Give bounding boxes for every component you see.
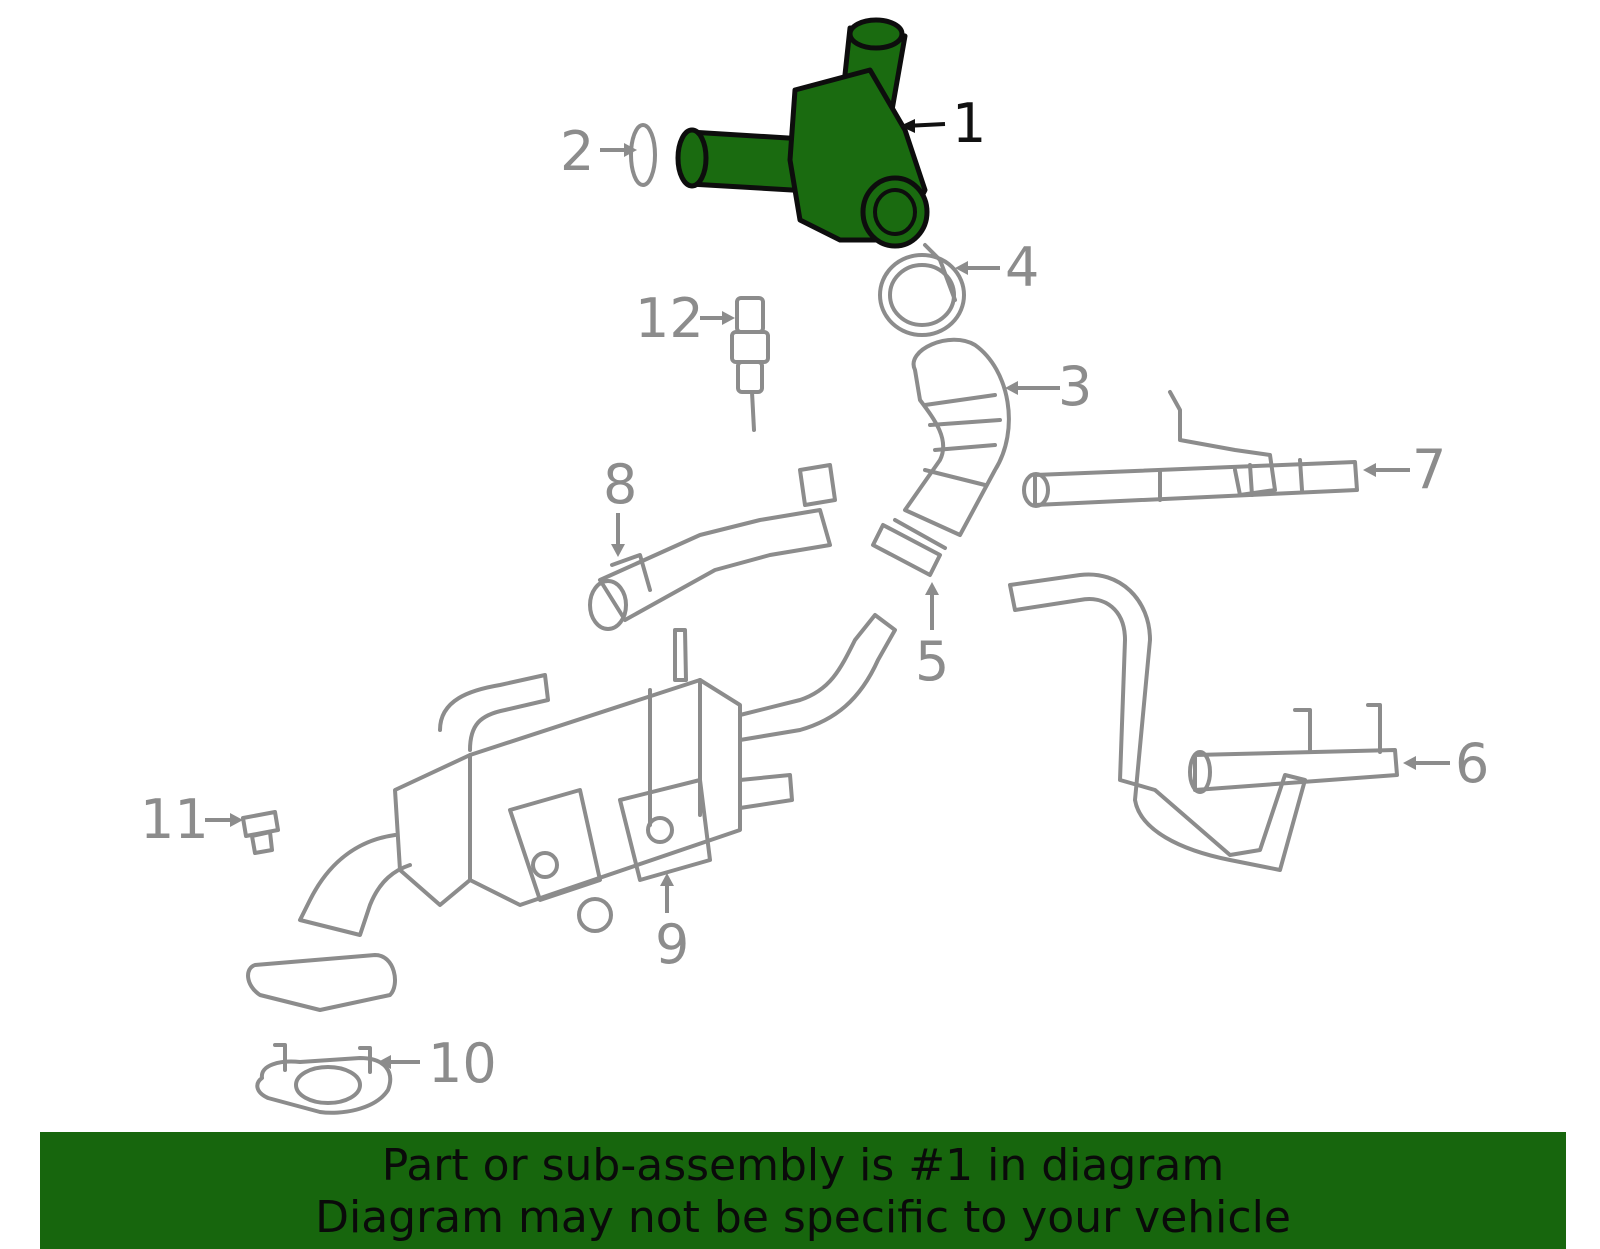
part-7-pipe[interactable] (1022, 390, 1359, 508)
callout-10: 10 (428, 1032, 497, 1095)
part-8-hose[interactable] (588, 463, 837, 631)
banner-line-1: Part or sub-assembly is #1 in diagram (381, 1140, 1225, 1191)
part-12-sensor[interactable] (730, 296, 770, 432)
callout-9: 9 (655, 913, 689, 976)
part-11-plug[interactable] (241, 810, 280, 855)
callout-12: 12 (635, 287, 704, 350)
part-9-egr-cooler[interactable] (246, 613, 897, 1012)
part-1-thermostat-housing[interactable] (675, 17, 930, 249)
part-5-clamp[interactable] (871, 518, 947, 577)
callout-1: 1 (952, 92, 986, 155)
banner-line-2: Diagram may not be specific to your vehi… (315, 1192, 1291, 1243)
callout-5: 5 (915, 630, 949, 693)
callout-7: 7 (1412, 438, 1446, 501)
callout-arrows (205, 119, 1450, 1069)
callout-3: 3 (1058, 355, 1092, 418)
callout-8: 8 (603, 453, 637, 516)
callout-2: 2 (560, 120, 594, 183)
callout-11: 11 (140, 788, 209, 851)
part-2-o-ring[interactable] (629, 123, 657, 187)
callout-6: 6 (1455, 732, 1489, 795)
part-10-gasket[interactable] (255, 1043, 393, 1115)
callout-4: 4 (1005, 236, 1039, 299)
part-6-pipe[interactable] (1008, 572, 1399, 872)
part-4-clamp[interactable] (878, 243, 966, 337)
info-banner: Part or sub-assembly is #1 in diagram Di… (40, 1132, 1566, 1249)
part-3-hose[interactable] (903, 337, 1011, 537)
